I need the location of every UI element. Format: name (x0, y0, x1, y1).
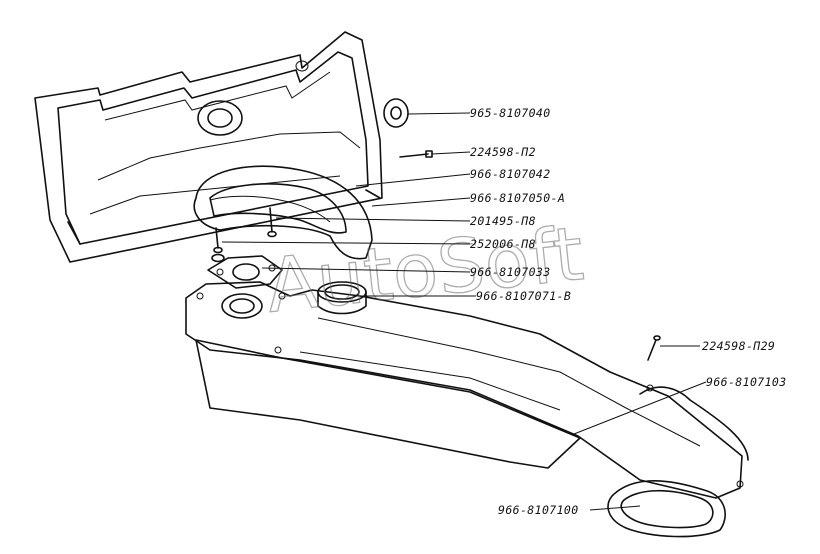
label-966-8107103: 966-8107103 (706, 375, 787, 389)
bolt-right (647, 335, 661, 361)
heat-shield-cover (34, 31, 383, 263)
washer-top (383, 98, 409, 128)
label-966-8107042: 966-8107042 (470, 167, 551, 181)
small-washer (211, 253, 225, 263)
leader-lines (221, 112, 707, 511)
elbow-pipe (193, 165, 373, 260)
label-966-8107033: 966-8107033 (470, 265, 551, 279)
label-966-8107050-a: 966-8107050-А (470, 191, 565, 205)
flange-gasket (207, 255, 283, 289)
stud-bolts (213, 207, 277, 254)
label-965-8107040: 965-8107040 (470, 106, 551, 120)
label-224598-p29: 224598-П29 (702, 339, 775, 353)
bolt-small (399, 150, 433, 158)
label-966-8107100: 966-8107100 (498, 503, 579, 517)
label-224598-p2: 224598-П2 (470, 145, 536, 159)
label-252006-p8: 252006-П8 (470, 237, 536, 251)
manifold-pipe (185, 281, 749, 499)
label-966-8107071-v: 966-8107071-В (476, 289, 571, 303)
label-201495-p8: 201495-П8 (470, 214, 536, 228)
bottom-gasket (607, 480, 726, 538)
